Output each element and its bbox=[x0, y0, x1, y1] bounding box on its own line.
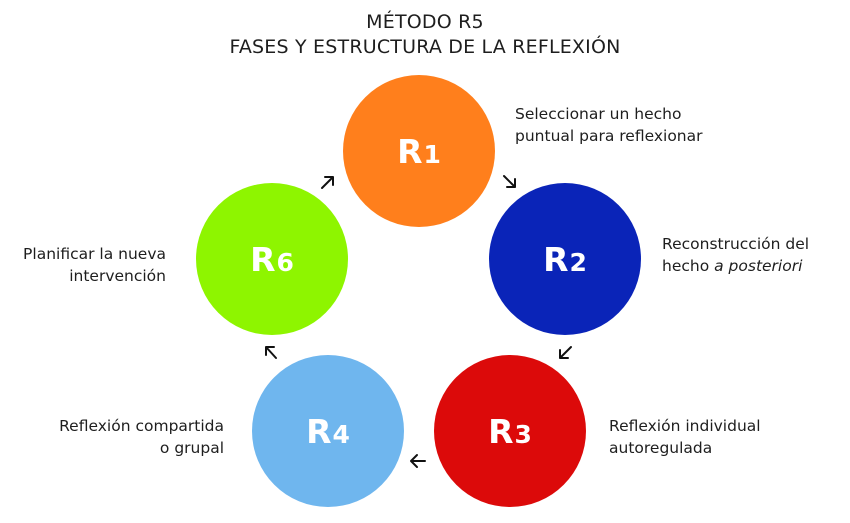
phase-description-r1: Seleccionar un hecho puntual para reflex… bbox=[515, 103, 703, 147]
phase-letter: R bbox=[306, 411, 332, 451]
description-line: puntual para reflexionar bbox=[515, 127, 703, 145]
description-line: Seleccionar un hecho bbox=[515, 105, 682, 123]
arrow-up-left-icon bbox=[262, 343, 280, 361]
phase-letter: R bbox=[543, 239, 569, 279]
description-line: o grupal bbox=[159, 439, 224, 457]
description-text: hecho bbox=[662, 257, 715, 275]
description-line: hecho a posteriori bbox=[662, 255, 809, 277]
phase-letter: R bbox=[397, 131, 423, 171]
phase-letter: R bbox=[488, 411, 514, 451]
arrow-left-icon bbox=[409, 452, 427, 470]
phase-letter: R bbox=[250, 239, 276, 279]
description-line: Reflexión individual bbox=[609, 417, 761, 435]
phase-number: 3 bbox=[514, 419, 532, 449]
arrow-up-right-icon bbox=[319, 173, 337, 191]
arrow-down-right-icon bbox=[501, 173, 519, 191]
phase-number: 6 bbox=[276, 247, 294, 277]
title-line-2: FASES Y ESTRUCTURA DE LA REFLEXIÓN bbox=[229, 36, 621, 58]
phase-number: 4 bbox=[332, 419, 350, 449]
phase-number: 2 bbox=[569, 247, 587, 277]
description-line: intervención bbox=[69, 267, 166, 285]
title-line-1: MÉTODO R5 bbox=[366, 11, 484, 33]
description-line: Reconstrucción del bbox=[662, 235, 810, 253]
arrow-down-left-icon bbox=[556, 344, 574, 362]
phase-description-r6: Planificar la nueva intervención bbox=[23, 243, 166, 287]
description-line: Reflexión compartida bbox=[59, 417, 224, 435]
description-italic-text: a posteriori bbox=[714, 257, 803, 275]
phase-number: 1 bbox=[423, 139, 441, 169]
phase-description-r2: Reconstrucción del hecho a posteriori bbox=[662, 233, 809, 277]
phase-description-r4: Reflexión compartida o grupal bbox=[59, 415, 224, 459]
phase-description-r3: Reflexión individual autoregulada bbox=[609, 415, 761, 459]
description-line: Planificar la nueva bbox=[23, 245, 166, 263]
description-line: autoregulada bbox=[609, 439, 713, 457]
